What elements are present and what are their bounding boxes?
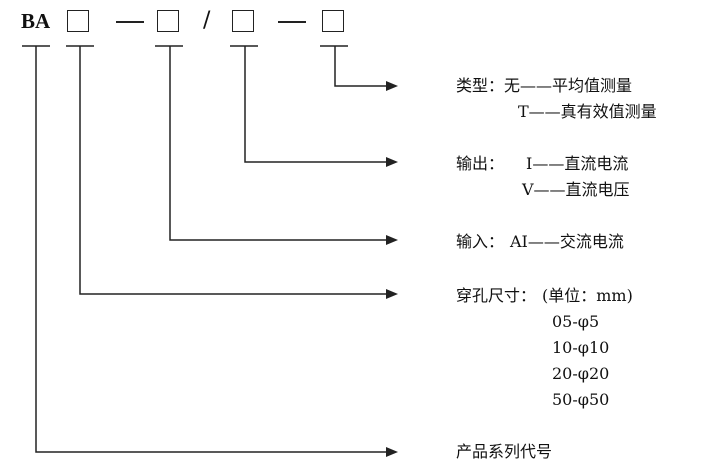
arrowhead xyxy=(386,289,398,299)
aperture-unit: (单位：mm) xyxy=(542,286,633,305)
type-label: 类型： xyxy=(456,76,505,95)
aperture-connector xyxy=(79,46,390,295)
output-label: 输出： xyxy=(456,154,505,173)
output-connector xyxy=(244,46,390,163)
input-connector xyxy=(169,46,390,241)
aperture-label: 穿孔尺寸： xyxy=(456,286,537,305)
input-option-ac: AI——交流电流 xyxy=(510,232,624,251)
type-option-true-rms: T——真有效值测量 xyxy=(518,102,657,121)
series-prefix: BA xyxy=(21,9,51,33)
type-option-average: 无——平均值测量 xyxy=(504,76,633,95)
input-label: 输入： xyxy=(456,232,505,251)
input-placeholder-box xyxy=(157,10,179,32)
type-connector xyxy=(334,46,390,87)
separator-slash: / xyxy=(203,8,211,33)
series-label: 产品系列代号 xyxy=(456,442,553,461)
aperture-size: 10-φ10 xyxy=(552,338,610,357)
arrowhead xyxy=(386,157,398,167)
separator-dash xyxy=(116,21,144,23)
separator-dash xyxy=(278,21,306,23)
aperture-placeholder-box xyxy=(67,10,89,32)
output-option-current: I——直流电流 xyxy=(526,154,629,173)
output-option-voltage: V——直流电压 xyxy=(522,180,630,199)
arrowhead xyxy=(386,447,398,457)
output-placeholder-box xyxy=(232,10,254,32)
aperture-size: 05-φ5 xyxy=(552,312,600,331)
series-connector xyxy=(35,46,390,453)
arrowhead xyxy=(386,81,398,91)
arrowhead xyxy=(386,235,398,245)
aperture-size: 50-φ50 xyxy=(552,390,610,409)
type-placeholder-box xyxy=(322,10,344,32)
aperture-size: 20-φ20 xyxy=(552,364,610,383)
